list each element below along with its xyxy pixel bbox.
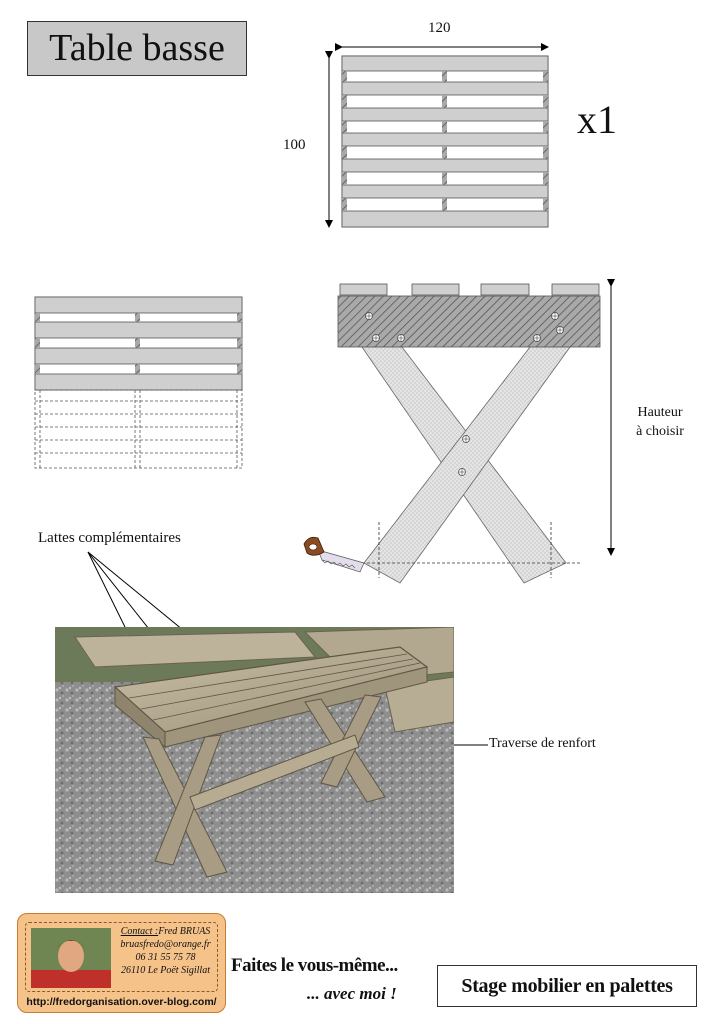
pallet-cut-view	[34, 296, 243, 469]
contact-details: Contact :Fred BRUAS bruasfredo@orange.fr…	[116, 925, 215, 977]
course-title: Stage mobilier en palettes	[437, 965, 697, 1007]
contact-name-line: Contact :Fred BRUAS	[116, 925, 215, 938]
avatar-illustration	[31, 928, 111, 988]
pallet-height-label: 100	[283, 137, 306, 153]
saw-icon	[303, 536, 365, 573]
page-title: Table basse	[27, 21, 247, 76]
height-note: Hauteur à choisir	[615, 403, 705, 441]
height-note-line1: Hauteur	[637, 405, 683, 420]
slogan-line2: ... avec moi !	[307, 984, 397, 1003]
pallet-width-label: 120	[428, 20, 451, 36]
contact-name: Fred BRUAS	[158, 926, 211, 937]
contact-prefix: Contact :	[120, 926, 159, 937]
contact-card-inner: Contact :Fred BRUAS bruasfredo@orange.fr…	[25, 922, 218, 992]
height-note-line2: à choisir	[636, 424, 684, 439]
quantity-label: x1	[577, 97, 617, 142]
table-photo	[55, 627, 454, 893]
contact-card: Contact :Fred BRUAS bruasfredo@orange.fr…	[17, 913, 226, 1013]
pallet-top-view	[325, 43, 549, 228]
avatar	[31, 928, 111, 988]
slogan-line1: Faites le vous-même...	[231, 955, 398, 976]
contact-phone: 06 31 55 75 78	[135, 952, 196, 963]
side-view-x-legs	[337, 279, 615, 584]
extra-slats-label: Lattes complémentaires	[38, 530, 181, 546]
contact-url-link[interactable]: http://fredorganisation.over-blog.com/	[26, 996, 217, 1008]
table-photo-illustration	[55, 627, 454, 893]
contact-email[interactable]: bruasfredo@orange.fr	[120, 939, 211, 950]
contact-address: 26110 Le Poët Sigillat	[121, 965, 210, 976]
brace-label: Traverse de renfort	[489, 736, 596, 751]
